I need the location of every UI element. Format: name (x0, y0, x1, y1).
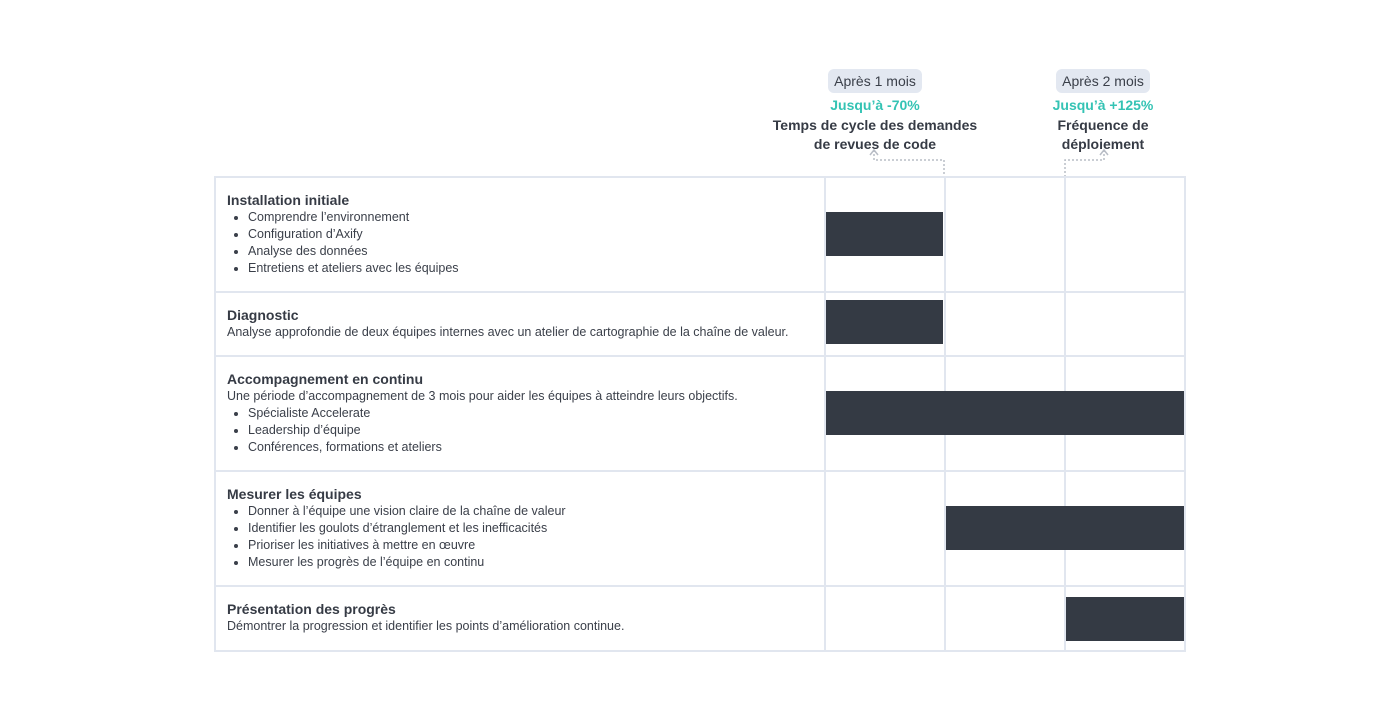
timeline-bar-installation (826, 212, 943, 256)
row-presentation-progres: Présentation des progrès Démontrer la pr… (227, 600, 823, 635)
list-item: Prioriser les initiatives à mettre en œu… (248, 537, 823, 554)
milestone-metric-line: Fréquence de (1057, 117, 1149, 133)
row-description: Une période d’accompagnement de 3 mois p… (227, 389, 738, 403)
row-items: Spécialiste Accelerate Leadership d’équi… (227, 405, 823, 456)
list-item: Leadership d’équipe (248, 422, 823, 439)
milestone-metric: Temps de cycle des demandes de revues de… (760, 116, 990, 154)
milestone-2-months: Après 2 mois Jusqu’à +125% Fréquence de … (1018, 69, 1188, 154)
milestone-connector-1 (873, 150, 945, 176)
row-accompagnement: Accompagnement en continu Une période d’… (227, 370, 823, 456)
connector-arrow-icon (1099, 148, 1109, 156)
list-item: Donner à l’équipe une vision claire de l… (248, 503, 823, 520)
row-title: Diagnostic (227, 307, 299, 323)
row-mesurer-equipes: Mesurer les équipes Donner à l’équipe un… (227, 485, 823, 571)
milestone-metric: Fréquence de déploiement (1018, 116, 1188, 154)
list-item: Spécialiste Accelerate (248, 405, 823, 422)
timeline-bar-mesurer (946, 506, 1184, 550)
milestone-connector-2 (1064, 150, 1105, 176)
timeline-bar-accompagnement (826, 391, 1184, 435)
milestone-gain: Jusqu’à +125% (1052, 97, 1154, 113)
timeline-grid: Installation initiale Comprendre l’envir… (214, 176, 1186, 652)
milestone-gain: Jusqu’à -70% (830, 97, 920, 113)
row-items: Donner à l’équipe une vision claire de l… (227, 503, 823, 571)
list-item: Comprendre l’environnement (248, 209, 823, 226)
list-item: Configuration d’Axify (248, 226, 823, 243)
row-installation-initiale: Installation initiale Comprendre l’envir… (227, 191, 823, 277)
timeline-bar-presentation (1066, 597, 1184, 641)
milestone-period-badge: Après 1 mois (828, 69, 922, 93)
row-description: Analyse approfondie de deux équipes inte… (227, 325, 789, 339)
row-title: Installation initiale (227, 192, 350, 208)
row-title: Mesurer les équipes (227, 486, 362, 502)
list-item: Analyse des données (248, 243, 823, 260)
row-description: Démontrer la progression et identifier l… (227, 619, 625, 633)
milestone-period-badge: Après 2 mois (1056, 69, 1150, 93)
list-item: Identifier les goulots d’étranglement et… (248, 520, 823, 537)
connector-arrow-icon (869, 148, 879, 156)
timeline-bar-diagnostic (826, 300, 943, 344)
row-diagnostic: Diagnostic Analyse approfondie de deux é… (227, 306, 823, 341)
milestone-metric-line: Temps de cycle des demandes (772, 117, 978, 133)
list-item: Entretiens et ateliers avec les équipes (248, 260, 823, 277)
row-title: Présentation des progrès (227, 601, 396, 617)
list-item: Mesurer les progrès de l’équipe en conti… (248, 554, 823, 571)
milestone-metric-line: déploiement (1061, 136, 1145, 152)
milestone-metric-line: de revues de code (813, 136, 937, 152)
row-items: Comprendre l’environnement Configuration… (227, 209, 823, 277)
milestone-1-month: Après 1 mois Jusqu’à -70% Temps de cycle… (760, 69, 990, 154)
row-title: Accompagnement en continu (227, 371, 424, 387)
list-item: Conférences, formations et ateliers (248, 439, 823, 456)
